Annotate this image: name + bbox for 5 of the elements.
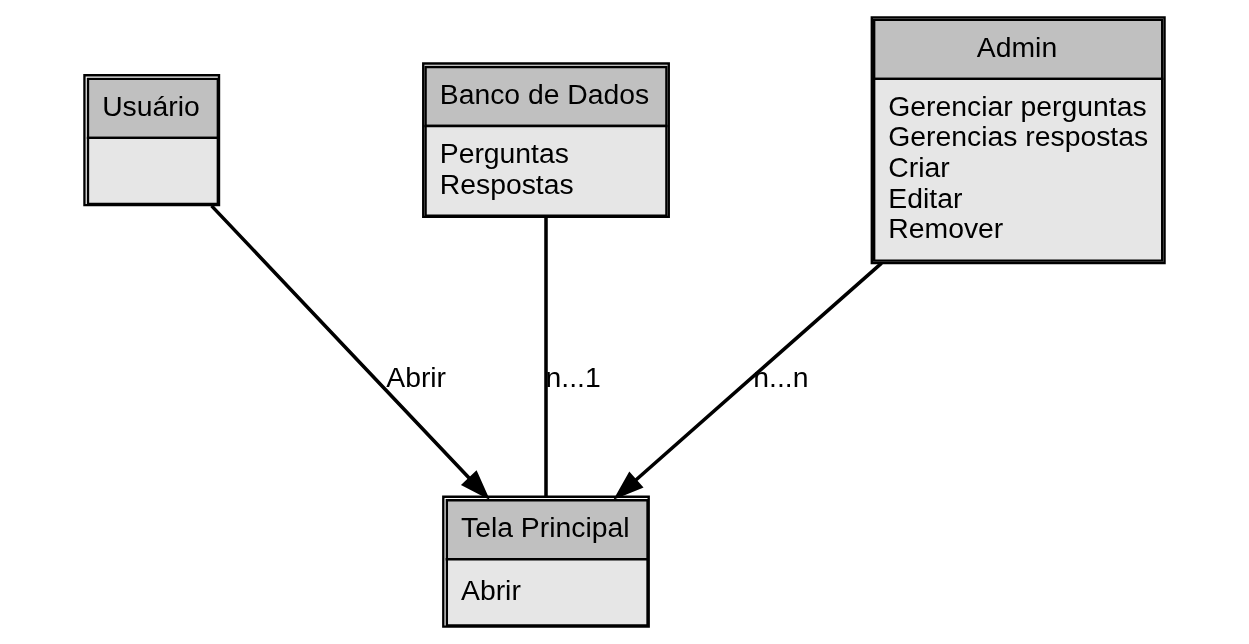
edge-label: n...n xyxy=(753,361,809,394)
edge-label: Abrir xyxy=(386,361,447,394)
arrow xyxy=(613,261,883,500)
arrow xyxy=(210,204,490,500)
connector xyxy=(544,217,548,497)
